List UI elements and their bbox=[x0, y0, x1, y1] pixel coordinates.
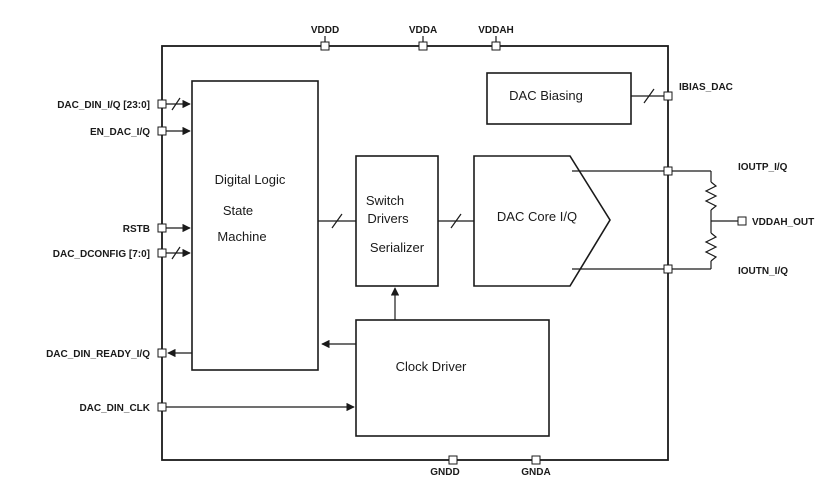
resistor-network bbox=[672, 170, 738, 270]
pin-vddah bbox=[491, 41, 501, 51]
pin-en-dac bbox=[157, 126, 167, 136]
pin-gnda bbox=[531, 455, 541, 465]
pin-vddah-out bbox=[737, 216, 747, 226]
digital-logic-line2: State bbox=[223, 203, 253, 218]
digital-logic-line3: Machine bbox=[217, 229, 266, 244]
left-pins: DAC_DIN_I/Q [23:0] EN_DAC_I/Q RSTB DAC_D… bbox=[46, 97, 355, 414]
label-rstb: RSTB bbox=[123, 224, 150, 235]
label-dac-din: DAC_DIN_I/Q [23:0] bbox=[57, 100, 150, 111]
label-dac-dconfig: DAC_DCONFIG [7:0] bbox=[53, 249, 150, 260]
label-vddah: VDDAH bbox=[478, 25, 514, 36]
label-vddd: VDDD bbox=[311, 25, 339, 36]
digital-logic-line1: Digital Logic bbox=[215, 172, 286, 187]
pin-dac-din bbox=[157, 99, 167, 109]
digital-logic-block: Digital Logic State Machine bbox=[191, 80, 319, 371]
pin-ioutn bbox=[663, 264, 673, 274]
label-dac-din-clk: DAC_DIN_CLK bbox=[79, 403, 150, 414]
supply-pins: VDDD VDDA VDDAH bbox=[311, 25, 514, 51]
label-vdda: VDDA bbox=[409, 25, 437, 36]
pin-dac-din-clk bbox=[157, 402, 167, 412]
label-dac-din-ready: DAC_DIN_READY_I/Q bbox=[46, 349, 150, 360]
dac-core-block: DAC Core I/Q bbox=[473, 155, 611, 287]
switch-drivers-line1: Switch bbox=[366, 193, 404, 208]
label-gnda: GNDA bbox=[521, 467, 550, 478]
label-ioutn: IOUTN_I/Q bbox=[738, 266, 788, 277]
pin-rstb bbox=[157, 223, 167, 233]
ground-pins: GNDD GNDA bbox=[430, 455, 551, 478]
pin-vdda bbox=[418, 41, 428, 51]
clock-driver-block: Clock Driver bbox=[355, 319, 550, 437]
internal-connections bbox=[318, 88, 668, 349]
pin-dac-dconfig bbox=[157, 248, 167, 258]
dac-core-label: DAC Core I/Q bbox=[497, 209, 577, 224]
pin-dac-din-ready bbox=[157, 348, 167, 358]
label-ioutp: IOUTP_I/Q bbox=[738, 162, 788, 173]
clock-driver-label: Clock Driver bbox=[396, 359, 467, 374]
switch-drivers-line3: Serializer bbox=[370, 240, 425, 255]
dac-biasing-block: DAC Biasing bbox=[486, 72, 632, 125]
label-vddah-out: VDDAH_OUT bbox=[752, 217, 814, 228]
switch-drivers-line2: Drivers bbox=[367, 211, 409, 226]
pin-ioutp bbox=[663, 166, 673, 176]
right-pins: IBIAS_DAC IOUTP_I/Q IOUTN_I/Q VDDAH_OUT bbox=[663, 82, 814, 277]
pin-ibias-dac bbox=[663, 91, 673, 101]
switch-drivers-block: Switch Drivers Serializer bbox=[355, 155, 439, 287]
dac-biasing-label: DAC Biasing bbox=[509, 88, 583, 103]
label-en-dac: EN_DAC_I/Q bbox=[90, 127, 150, 138]
pin-vddd bbox=[320, 41, 330, 51]
pin-gndd bbox=[448, 455, 458, 465]
label-ibias-dac: IBIAS_DAC bbox=[679, 82, 733, 93]
label-gndd: GNDD bbox=[430, 467, 459, 478]
